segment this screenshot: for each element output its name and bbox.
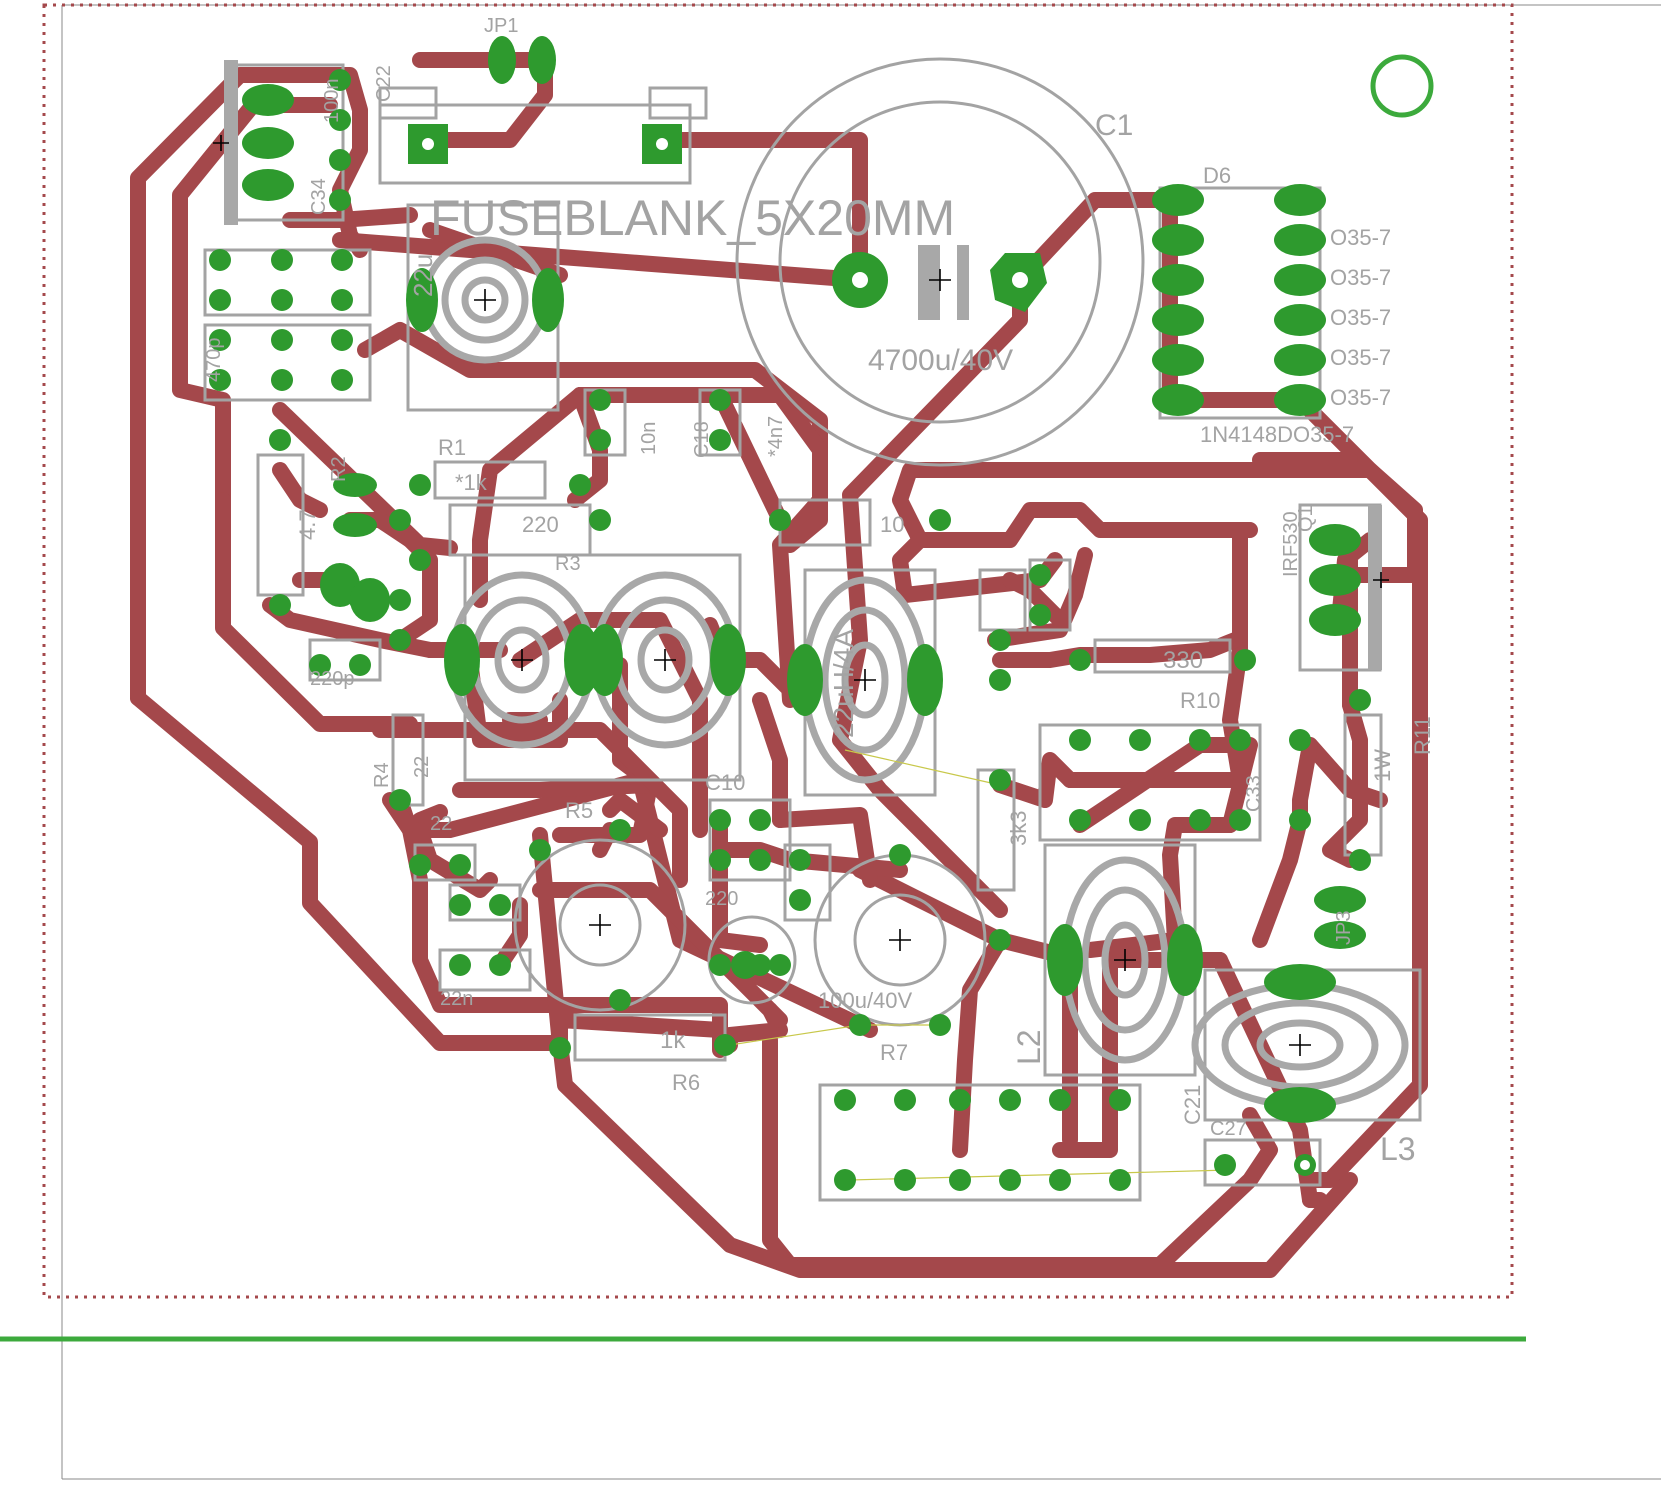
c-10n-label: 10n xyxy=(638,422,660,455)
board-outline-dotted xyxy=(42,3,1514,1299)
d6-label: D6 xyxy=(1203,163,1231,188)
r3-label: R3 xyxy=(555,553,581,575)
r3-value: 220 xyxy=(522,512,559,537)
c-220-label: 220 xyxy=(705,888,738,910)
diode-label-3: O35-7 xyxy=(1330,305,1391,330)
r11-label: R11 xyxy=(1410,716,1435,755)
c27-label: C27 xyxy=(1210,1118,1247,1140)
c21-label: C21 xyxy=(1180,1085,1205,1125)
c-220p-label: 220p xyxy=(310,668,355,690)
c-22n-label: 22n xyxy=(440,988,473,1010)
q1-label: Q1 xyxy=(1295,505,1317,532)
diode-label-5: O35-7 xyxy=(1330,385,1391,410)
r10-value: 330 xyxy=(1163,647,1203,674)
header-bars xyxy=(224,60,1382,670)
c18-label: C18 xyxy=(691,421,713,458)
fiducial-marker xyxy=(1370,54,1434,118)
fuse-label: FUSEBLANK_5X20MM xyxy=(430,190,955,246)
r2-value: 4.7 xyxy=(295,509,320,540)
diode-label-4: O35-7 xyxy=(1330,345,1391,370)
c18-value: *4n7 xyxy=(765,416,787,457)
l2-label: L2 xyxy=(1011,1029,1047,1065)
drill-holes xyxy=(422,138,1310,1170)
r2-label: R2 xyxy=(328,456,350,482)
c34-label: C34 xyxy=(308,178,330,215)
diode-label-2: O35-7 xyxy=(1330,265,1391,290)
inductor-value-label: 22uH/4A xyxy=(828,629,859,738)
pads xyxy=(209,36,1371,1191)
diode-label-1: O35-7 xyxy=(1330,225,1391,250)
c10-label: C10 xyxy=(705,770,745,795)
r-3k3-label: 3k3 xyxy=(1006,811,1031,846)
r8-value: 10 xyxy=(880,512,904,537)
r4-value: 22 xyxy=(411,756,433,778)
c-22-label: 22 xyxy=(430,813,452,835)
c470p-label: 470p xyxy=(203,338,225,383)
silkscreen-labels: FUSEBLANK_5X20MM C1 4700u/40V D6 1N4148D… xyxy=(203,15,1435,1167)
r5-label: R5 xyxy=(565,798,593,823)
c33-label: C33 xyxy=(1243,775,1265,812)
component-crosses xyxy=(213,135,1389,1056)
jp1-label: JP1 xyxy=(484,15,518,37)
r7-label: R7 xyxy=(880,1040,908,1065)
c22u-label: 22u xyxy=(408,254,438,297)
c1-label: C1 xyxy=(1095,109,1133,142)
c22-label: C22 xyxy=(373,65,395,102)
r6-label: R6 xyxy=(672,1070,700,1095)
r6-value: 1k xyxy=(660,1027,686,1054)
r1-value: *1k xyxy=(455,470,488,495)
r1-label: R1 xyxy=(438,435,466,460)
c-100n-label: 100n xyxy=(321,79,343,124)
r11-value: 1W xyxy=(1370,749,1395,782)
r4-label: R4 xyxy=(371,762,393,788)
cap-100u-label: 100u/40V xyxy=(818,988,913,1013)
jp3-label: JP3 xyxy=(1333,911,1355,945)
l3-label: L3 xyxy=(1380,1131,1416,1167)
diode-model-label: 1N4148DO35-7 xyxy=(1200,422,1354,447)
c1-value: 4700u/40V xyxy=(868,344,1013,377)
q1-value: IRF530 xyxy=(1280,511,1302,577)
r10-label: R10 xyxy=(1180,688,1220,713)
